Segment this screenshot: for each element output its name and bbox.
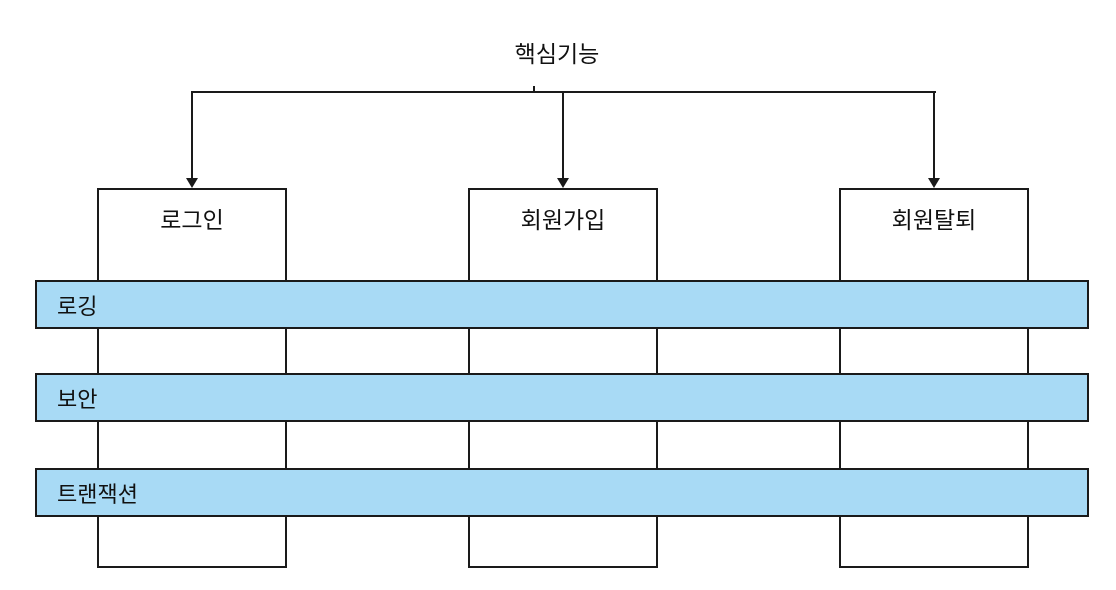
function-box-label: 로그인	[160, 207, 224, 233]
diagram-title: 핵심기능	[514, 41, 600, 67]
arrow-shaft-signup	[562, 92, 564, 180]
aspect-bar-security: 보안	[35, 373, 1089, 422]
arrow-shaft-login	[191, 92, 193, 180]
arrowhead-down-icon	[557, 178, 569, 188]
aspect-bar-label: 보안	[57, 386, 98, 412]
aspect-bar-logging: 로깅	[35, 280, 1089, 329]
function-box-label: 회원가입	[520, 207, 606, 233]
aspect-bar-label: 트랜잭션	[57, 481, 138, 507]
aspect-bar-label: 로깅	[57, 293, 98, 319]
arrow-shaft-withdraw	[933, 92, 935, 180]
arrowhead-down-icon	[186, 178, 198, 188]
function-box-label: 회원탈퇴	[891, 207, 977, 233]
title-connector-stub	[533, 86, 535, 92]
arrowhead-down-icon	[928, 178, 940, 188]
aspect-bar-transaction: 트랜잭션	[35, 468, 1089, 517]
